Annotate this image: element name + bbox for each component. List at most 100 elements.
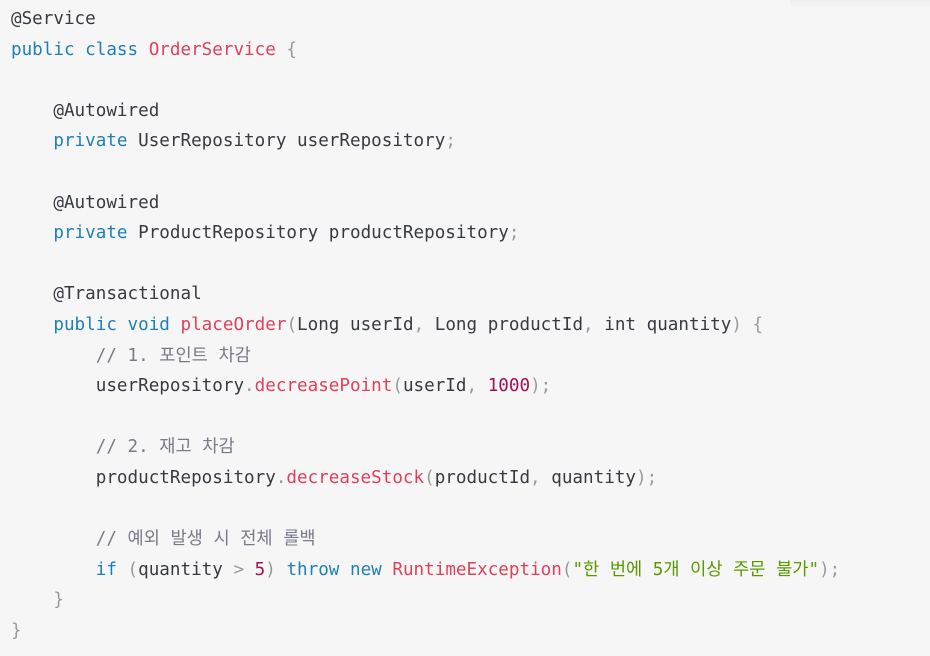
code-token-punct: ); — [530, 376, 552, 397]
code-line: if (quantity > 5) throw new RuntimeExcep… — [11, 555, 930, 586]
code-token-plain: productId — [434, 467, 531, 488]
code-token-punct: ) — [731, 314, 742, 335]
code-line: ​ — [11, 249, 930, 280]
code-line: productRepository.decreaseStock(productI… — [11, 463, 930, 494]
code-line: ​ — [11, 157, 930, 188]
code-token-kw: private — [53, 223, 128, 244]
code-token-punct: . — [244, 376, 255, 397]
code-token-punct: ; — [508, 223, 520, 244]
code-token-plain — [11, 437, 96, 457]
code-token-plain: ProductRepository productRepository — [127, 223, 509, 244]
code-token-plain: Long productId — [424, 314, 584, 335]
code-token-punct: , — [583, 314, 594, 335]
code-token-plain: userRepository — [11, 376, 245, 397]
code-token-plain — [11, 223, 53, 243]
code-line: @Autowired — [11, 96, 930, 127]
code-token-kw: public — [53, 314, 117, 335]
code-token-punct: ( — [561, 559, 573, 580]
code-token-plain — [11, 529, 96, 549]
code-line: private ProductRepository productReposit… — [11, 218, 930, 249]
code-line: @Transactional — [11, 279, 930, 310]
code-token-annotation: @Autowired — [11, 192, 160, 213]
code-token-fn: decreasePoint — [254, 376, 393, 397]
code-token-fn: placeOrder — [180, 314, 287, 335]
code-token-num: 1000 — [487, 376, 531, 397]
code-line: // 1. 포인트 차감 — [11, 341, 930, 372]
code-token-plain — [244, 560, 255, 580]
code-token-punct: ); — [635, 467, 658, 488]
code-token-punct: { — [752, 314, 764, 335]
code-token-punct: } — [11, 620, 22, 641]
code-token-punct: ( — [286, 314, 298, 335]
code-token-kw: new — [350, 559, 382, 580]
code-line: // 예외 발생 시 전체 롤백 — [11, 524, 930, 555]
code-token-punct: . — [275, 467, 287, 488]
code-token-plain: quantity — [138, 559, 234, 580]
code-line: ​ — [11, 402, 930, 433]
code-token-comment: // 2. 재고 차감 — [95, 437, 235, 458]
code-token-cls: OrderService — [148, 39, 276, 60]
code-token-comment: // 예외 발생 시 전체 롤백 — [95, 529, 316, 550]
code-token-plain: UserRepository userRepository — [127, 131, 446, 152]
code-token-plain — [477, 376, 488, 396]
code-token-plain: Long userId — [297, 314, 414, 335]
code-token-punct: ) — [265, 559, 276, 580]
code-token-punct: ( — [127, 559, 139, 580]
code-token-kw: class — [85, 39, 139, 60]
code-token-plain — [170, 315, 181, 335]
code-token-plain — [117, 560, 128, 580]
code-token-kw: throw — [286, 559, 340, 580]
code-token-fn: decreaseStock — [286, 467, 425, 488]
code-token-kw: void — [127, 314, 170, 335]
code-token-plain — [11, 560, 96, 580]
code-token-kw: if — [95, 559, 117, 580]
code-token-punct: , — [466, 376, 478, 397]
code-token-plain — [339, 560, 350, 580]
code-token-punct: ( — [392, 376, 403, 397]
code-line: // 2. 재고 차감 — [11, 432, 930, 463]
code-line: } — [11, 585, 930, 616]
code-token-plain — [382, 560, 393, 580]
code-token-punct: { — [286, 39, 298, 60]
code-line: public class OrderService { — [11, 35, 930, 66]
code-token-punct: } — [53, 590, 64, 611]
code-line: ​ — [11, 494, 930, 525]
code-token-cls: RuntimeException — [392, 559, 562, 580]
code-token-op: > — [233, 559, 245, 580]
code-token-plain — [75, 40, 86, 60]
code-line: } — [11, 616, 930, 647]
code-token-punct: , — [413, 314, 425, 335]
code-token-plain — [117, 315, 128, 335]
code-line: private UserRepository userRepository; — [11, 126, 930, 157]
code-token-plain — [276, 40, 287, 60]
top-shadow — [790, 0, 930, 8]
code-token-punct: ); — [819, 559, 841, 580]
code-line: ​ — [11, 65, 930, 96]
code-token-plain — [742, 315, 753, 335]
code-line: @Service — [11, 4, 930, 35]
code-line: public void placeOrder(Long userId, Long… — [11, 310, 930, 341]
code-token-str: "한 번에 5개 이상 주문 불가" — [572, 559, 820, 580]
code-token-plain — [11, 346, 96, 366]
code-token-punct: ; — [445, 131, 456, 152]
code-token-plain — [276, 560, 287, 580]
code-token-plain — [138, 40, 149, 60]
code-token-annotation: @Transactional — [11, 284, 202, 305]
code-token-annotation: @Service — [11, 9, 96, 29]
code-token-num: 5 — [254, 559, 266, 580]
code-token-kw: private — [53, 131, 128, 152]
code-line: @Autowired — [11, 188, 930, 219]
code-token-comment: // 1. 포인트 차감 — [95, 345, 251, 366]
code-token-plain: productRepository — [11, 467, 276, 488]
code-token-plain: int quantity — [593, 314, 732, 335]
code-token-plain: userId — [402, 376, 467, 397]
code-token-plain — [11, 315, 53, 335]
code-token-kw: public — [11, 39, 75, 60]
code-token-plain — [11, 590, 53, 610]
code-token-punct: ( — [424, 467, 435, 488]
code-token-annotation: @Autowired — [11, 100, 160, 121]
code-token-punct: , — [530, 467, 541, 488]
code-line: userRepository.decreasePoint(userId, 100… — [11, 371, 930, 402]
